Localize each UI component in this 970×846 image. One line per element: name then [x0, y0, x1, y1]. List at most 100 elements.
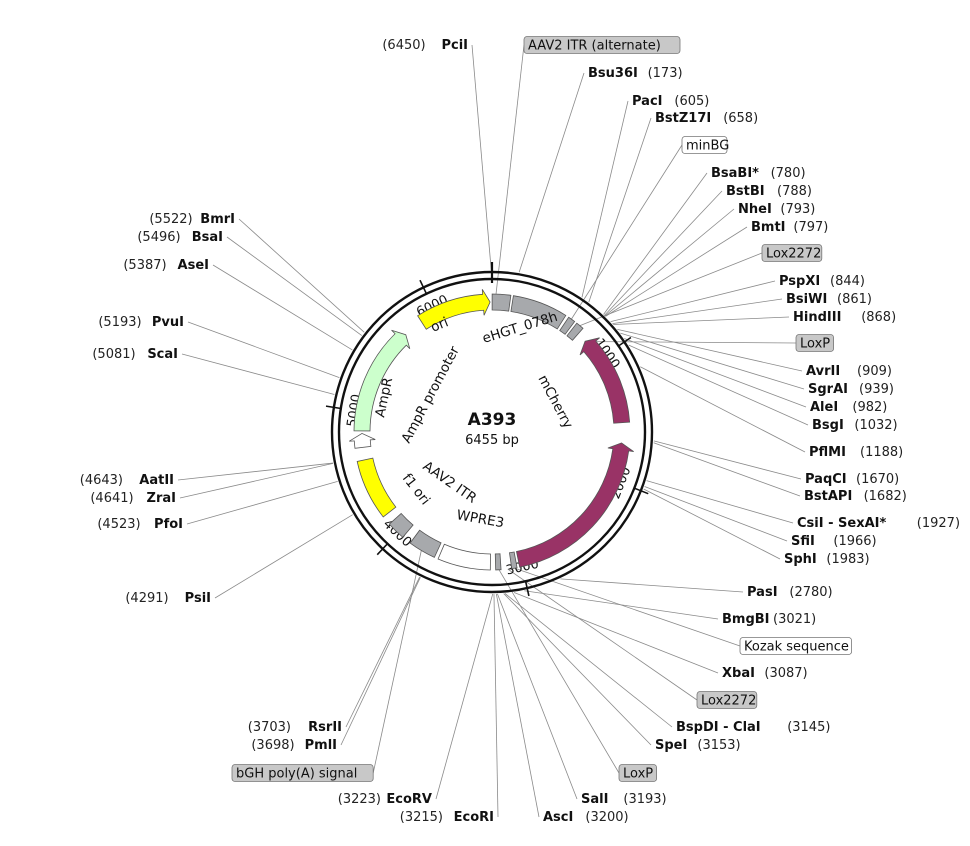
site-paci: PacI(605) [632, 94, 709, 109]
site-position: (2780) [789, 585, 832, 600]
site-position: (3698) [251, 738, 294, 753]
site-leader [588, 117, 652, 303]
site-sfii: SfiI(1966) [791, 534, 877, 549]
site-position: (3087) [764, 666, 807, 681]
callout-aav2-itr-alternate-: AAV2 ITR (alternate) [523, 36, 681, 54]
callout-text: LoxP [623, 767, 653, 782]
site-name: AvrII [806, 364, 840, 379]
site-position: (868) [861, 310, 896, 325]
site-leader [238, 218, 365, 333]
callout-box [618, 764, 657, 782]
site-name: ZraI [147, 491, 176, 506]
callout-leader [514, 567, 741, 647]
site-position: (844) [830, 274, 865, 289]
site-position: (3021) [773, 612, 816, 627]
callout-bgh-poly-a-signal: bGH poly(A) signal [231, 764, 374, 782]
wpre-label: WPRE3 [455, 507, 505, 531]
site-ecorv: EcoRV(3223) [338, 792, 432, 807]
site-leader [181, 353, 335, 395]
site-position: (788) [777, 184, 812, 199]
site-name: AscI [543, 810, 573, 825]
feature-callouts: AAV2 ITR (alternate)minBGLox2272LoxPKoza… [231, 36, 852, 782]
feature-ampr [353, 329, 411, 432]
callout-text: Lox2272 [701, 694, 756, 709]
site-name: Bsu36I [588, 66, 638, 81]
site-leader [604, 190, 723, 316]
site-leader [503, 593, 652, 746]
site-position: (4641) [90, 491, 133, 506]
site-leader [604, 208, 735, 317]
site-leader [581, 100, 629, 298]
site-position: (797) [793, 220, 828, 235]
callout-text: Lox2272 [766, 247, 821, 262]
callout-text: LoxP [800, 337, 830, 352]
site-position: (3200) [585, 810, 628, 825]
callout-text: minBG [686, 139, 729, 154]
site-name: SgrAI [808, 382, 848, 397]
feature-aav2-itr-3 [388, 512, 414, 538]
site-position: (3215) [400, 810, 443, 825]
site-leader [617, 328, 803, 372]
site-pmli: PmlI (3698) [251, 738, 337, 753]
backbone-circle [330, 270, 654, 594]
feature-hm4d [516, 442, 634, 568]
site-asci: AscI (3200) [543, 810, 629, 825]
site-scai: ScaI(5081) [92, 347, 178, 362]
mcherry-label: mCherry [534, 372, 575, 431]
site-csii-sexai-: CsiI - SexAI*(1927) [797, 516, 960, 531]
feature-bgh [409, 529, 442, 558]
callout-text: Kozak sequence [744, 640, 849, 655]
site-position: (1188) [860, 445, 903, 460]
callout-kozak-sequence: Kozak sequence [739, 637, 852, 655]
site-leader [212, 264, 353, 351]
site-name: BstZ17I [655, 111, 711, 126]
site-bstz17i: BstZ17I(658) [655, 111, 758, 126]
site-name: PasI [747, 585, 778, 600]
callout-box [795, 334, 834, 352]
site-name: PsiI [185, 591, 211, 606]
hm4d-label: hM4D(Gi) [509, 486, 567, 541]
site-name: PmlI [305, 738, 337, 753]
site-position: (1983) [826, 552, 869, 567]
tick-4000 [376, 542, 389, 556]
site-leader [345, 576, 421, 728]
callout-box [696, 691, 758, 709]
backbone-outer-ring [330, 270, 654, 594]
site-name: ScaI [147, 347, 178, 362]
plasmid-name: A393 [468, 410, 517, 430]
tick-2000 [633, 487, 649, 495]
site-position: (605) [674, 94, 709, 109]
callout-box [231, 764, 374, 782]
site-pspxi: PspXI(844) [779, 274, 865, 289]
site-pcii: PciI(6450) [382, 38, 468, 53]
site-leader [504, 593, 673, 728]
site-position: (3193) [623, 792, 666, 807]
site-position: (1927) [917, 516, 960, 531]
site-leader [226, 236, 363, 336]
site-bsu36i: Bsu36I(173) [588, 66, 683, 81]
site-leader [471, 44, 492, 271]
site-bmti: BmtI(797) [751, 220, 828, 235]
site-leader [613, 316, 790, 325]
site-position: (4643) [80, 473, 123, 488]
site-position: (1966) [833, 534, 876, 549]
site-leader [513, 592, 719, 674]
site-pflmi: PflMI(1188) [809, 445, 903, 460]
site-name: BstBI [726, 184, 765, 199]
callout-lox2272: Lox2272 [696, 691, 758, 709]
site-leader [603, 172, 708, 315]
site-position: (909) [857, 364, 892, 379]
site-position: (5193) [98, 315, 141, 330]
site-position: (4291) [125, 591, 168, 606]
site-leader [435, 593, 494, 800]
site-bmri: BmrI(5522) [149, 212, 235, 227]
site-nhei: NheI(793) [738, 202, 815, 217]
feature-minbg [559, 316, 576, 335]
site-leader [560, 578, 744, 593]
site-asei: AseI(5387) [123, 258, 209, 273]
callout-box [739, 637, 852, 655]
site-bsiwi: BsiWI(861) [786, 292, 872, 307]
site-name: BsgI [812, 418, 844, 433]
feature-lox-small-2 [494, 553, 502, 571]
